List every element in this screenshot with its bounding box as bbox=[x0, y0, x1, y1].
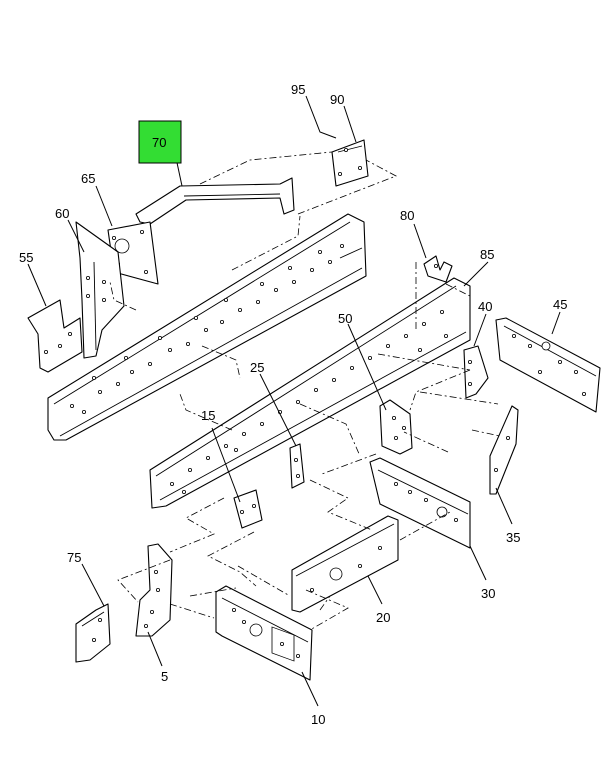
callout-35[interactable]: 35 bbox=[506, 530, 520, 545]
part-90-plate bbox=[331, 139, 369, 187]
part-40-bracket bbox=[463, 345, 489, 399]
callout-55[interactable]: 55 bbox=[19, 250, 33, 265]
part-65-bracket bbox=[107, 221, 159, 285]
callout-45[interactable]: 45 bbox=[553, 297, 567, 312]
callout-80[interactable]: 80 bbox=[400, 208, 414, 223]
part-10-crossmember bbox=[215, 585, 313, 681]
callout-50[interactable]: 50 bbox=[338, 311, 352, 326]
part-75-bracket bbox=[75, 603, 111, 663]
part-70-strap bbox=[135, 177, 295, 225]
callout-20[interactable]: 20 bbox=[376, 610, 390, 625]
part-15-bracket bbox=[233, 489, 263, 529]
callout-90[interactable]: 90 bbox=[330, 92, 344, 107]
part-25-bracket bbox=[289, 443, 305, 489]
part-20-crossmember bbox=[291, 515, 399, 613]
part-5-bracket bbox=[135, 543, 173, 637]
callout-labels: 95 90 70 65 60 55 80 85 40 45 50 25 15 3… bbox=[19, 82, 567, 727]
part-80-clip bbox=[423, 255, 453, 283]
callout-25[interactable]: 25 bbox=[250, 360, 264, 375]
callout-95[interactable]: 95 bbox=[291, 82, 305, 97]
callout-70-highlight-box bbox=[138, 120, 182, 164]
callout-10[interactable]: 10 bbox=[311, 712, 325, 727]
callout-15[interactable]: 15 bbox=[201, 408, 215, 423]
callout-60[interactable]: 60 bbox=[55, 206, 69, 221]
part-60-bracket bbox=[75, 221, 125, 359]
upper-frame-rail bbox=[47, 213, 367, 441]
callout-75[interactable]: 75 bbox=[67, 550, 81, 565]
part-35-bracket bbox=[489, 405, 519, 495]
part-30-crossmember bbox=[369, 457, 471, 549]
callout-5[interactable]: 5 bbox=[161, 669, 168, 684]
lower-frame-rail bbox=[149, 277, 471, 509]
leader-lines bbox=[27, 95, 561, 707]
callout-40[interactable]: 40 bbox=[478, 299, 492, 314]
callout-70[interactable]: 70 bbox=[152, 135, 166, 150]
part-45-crossmember bbox=[495, 317, 601, 413]
callout-65[interactable]: 65 bbox=[81, 171, 95, 186]
phantom-lines bbox=[109, 151, 501, 631]
part-50-bracket bbox=[379, 399, 413, 455]
callout-30[interactable]: 30 bbox=[481, 586, 495, 601]
part-55-bracket bbox=[27, 299, 83, 373]
callout-85[interactable]: 85 bbox=[480, 247, 494, 262]
